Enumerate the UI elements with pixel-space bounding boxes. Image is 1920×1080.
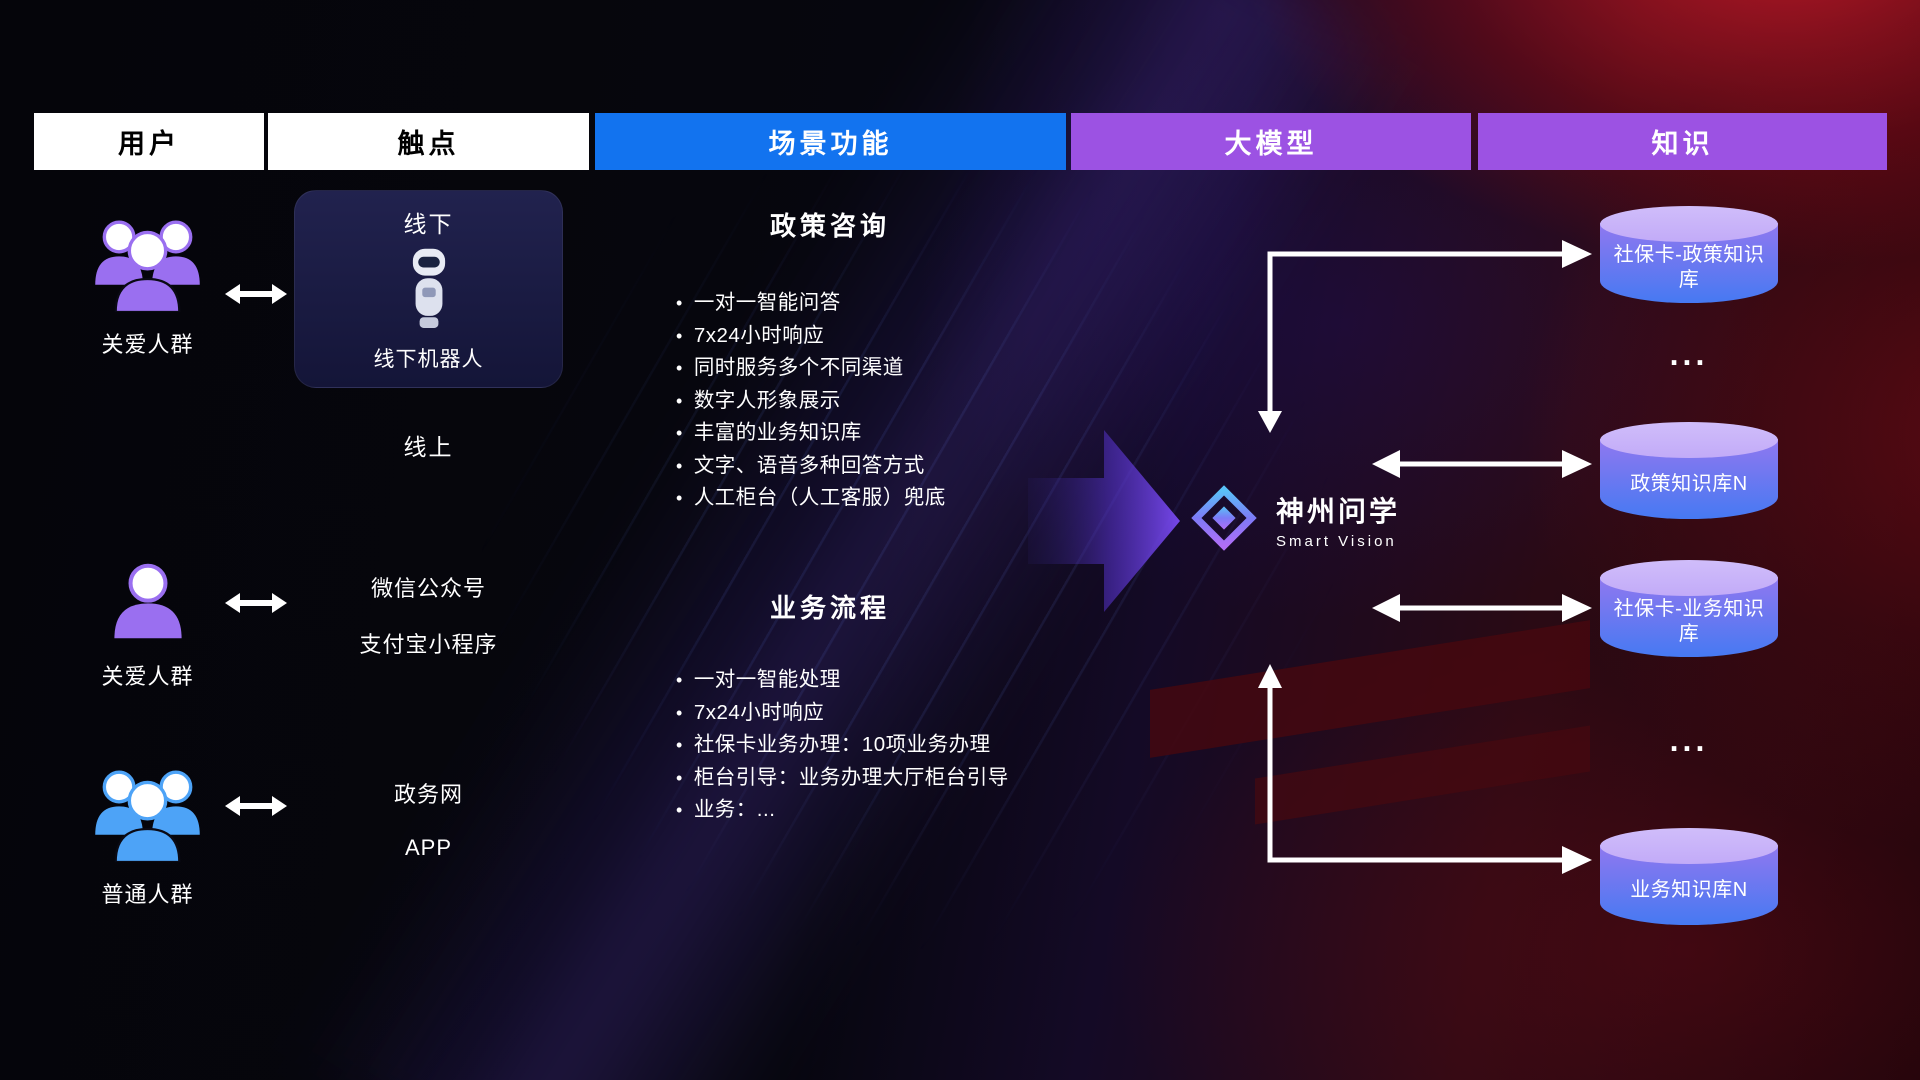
db-label: 政策知识库N [1630, 472, 1748, 495]
user-group-label: 关爱人群 [101, 332, 194, 357]
bullet-item: 社保卡业务办理：10项业务办理 [676, 729, 1070, 762]
knowledge-db-policy-ssc: 社保卡-政策知识库 [1600, 206, 1778, 303]
db-cylinder-top [1600, 422, 1778, 458]
bullet-item: 文字、语音多种回答方式 [676, 450, 1070, 483]
touchpoint-govweb: 政务网 [393, 782, 463, 807]
bidirectional-arrow-icon [225, 281, 287, 307]
flow-arrow-icon [1028, 430, 1180, 612]
bullet-item: 丰富的业务知识库 [676, 417, 1070, 450]
column-header-scenarios: 场景功能 [595, 113, 1066, 170]
bullet-item: 7x24小时响应 [676, 320, 1070, 353]
column-header-label: 用户 [118, 129, 180, 159]
model-subtitle: Smart Vision [1276, 533, 1397, 550]
model-logo-text: 神州问学 Smart Vision [1276, 490, 1400, 550]
column-header-users: 用户 [34, 113, 264, 170]
touchpoint-wechat: 微信公众号 [370, 576, 486, 601]
bidirectional-arrow-icon [225, 793, 287, 819]
touchpoint-app: APP [404, 835, 453, 860]
person-icon [105, 560, 191, 649]
online-label: 线上 [403, 434, 454, 460]
column-header-touchpoints: 触点 [268, 113, 589, 170]
column-header-model: 大模型 [1071, 113, 1471, 170]
knowledge-db-business-n: 业务知识库N [1600, 828, 1778, 925]
db-cylinder-top [1600, 560, 1778, 596]
scenario-title: 政策咨询 [769, 211, 890, 241]
user-group-care-1: 关爱人群 [60, 212, 235, 359]
bullet-item: 一对一智能处理 [676, 664, 1070, 697]
bullet-item: 业务：... [676, 794, 1070, 827]
column-header-label: 场景功能 [768, 129, 893, 159]
column-header-label: 大模型 [1224, 129, 1318, 159]
user-group-label: 关爱人群 [101, 664, 194, 689]
bullet-item: 人工柜台（人工客服）兜底 [676, 482, 1070, 515]
scenario-policy-consult: 政策咨询 一对一智能问答 7x24小时响应 同时服务多个不同渠道 数字人形象展示… [610, 206, 1070, 515]
scenario-bullet-list: 一对一智能问答 7x24小时响应 同时服务多个不同渠道 数字人形象展示 丰富的业… [676, 287, 1070, 515]
scenario-business-process: 业务流程 一对一智能处理 7x24小时响应 社保卡业务办理：10项业务办理 柜台… [610, 588, 1070, 827]
db-label: 业务知识库N [1630, 878, 1748, 901]
bullet-item: 柜台引导：业务办理大厅柜台引导 [676, 762, 1070, 795]
smart-vision-logo-icon [1188, 482, 1260, 554]
people-group-icon [85, 212, 210, 317]
robot-icon [402, 246, 456, 337]
bullet-item: 7x24小时响应 [676, 697, 1070, 730]
ellipsis-dots: ... [1669, 336, 1709, 372]
user-single-care: 关爱人群 [60, 560, 235, 691]
model-name: 神州问学 [1276, 496, 1401, 527]
diagonal-streaks-decoration [430, 120, 1350, 980]
column-header-label: 知识 [1651, 129, 1714, 159]
people-group-icon [85, 762, 210, 867]
bullet-item: 数字人形象展示 [676, 385, 1070, 418]
offline-robot-caption: 线下机器人 [373, 348, 484, 371]
bullet-item: 一对一智能问答 [676, 287, 1070, 320]
db-cylinder-top [1600, 828, 1778, 864]
scenario-bullet-list: 一对一智能处理 7x24小时响应 社保卡业务办理：10项业务办理 柜台引导：业务… [676, 664, 1070, 827]
db-cylinder-top [1600, 206, 1778, 242]
scenario-title: 业务流程 [769, 593, 890, 623]
knowledge-db-business-ssc: 社保卡-业务知识库 [1600, 560, 1778, 657]
db-label: 社保卡-政策知识库 [1613, 244, 1765, 291]
offline-title: 线下 [403, 211, 454, 237]
db-label: 社保卡-业务知识库 [1613, 598, 1765, 645]
offline-robot-card: 线下 线下机器人 [294, 190, 563, 388]
knowledge-db-policy-n: 政策知识库N [1600, 422, 1778, 519]
user-group-label: 普通人群 [101, 882, 194, 907]
user-group-general: 普通人群 [60, 762, 235, 909]
column-header-label: 触点 [397, 129, 460, 159]
ellipsis-dots: ... [1669, 722, 1709, 758]
column-header-knowledge: 知识 [1478, 113, 1887, 170]
bidirectional-arrow-icon [225, 590, 287, 616]
bullet-item: 同时服务多个不同渠道 [676, 352, 1070, 385]
touchpoint-alipay: 支付宝小程序 [359, 632, 498, 657]
